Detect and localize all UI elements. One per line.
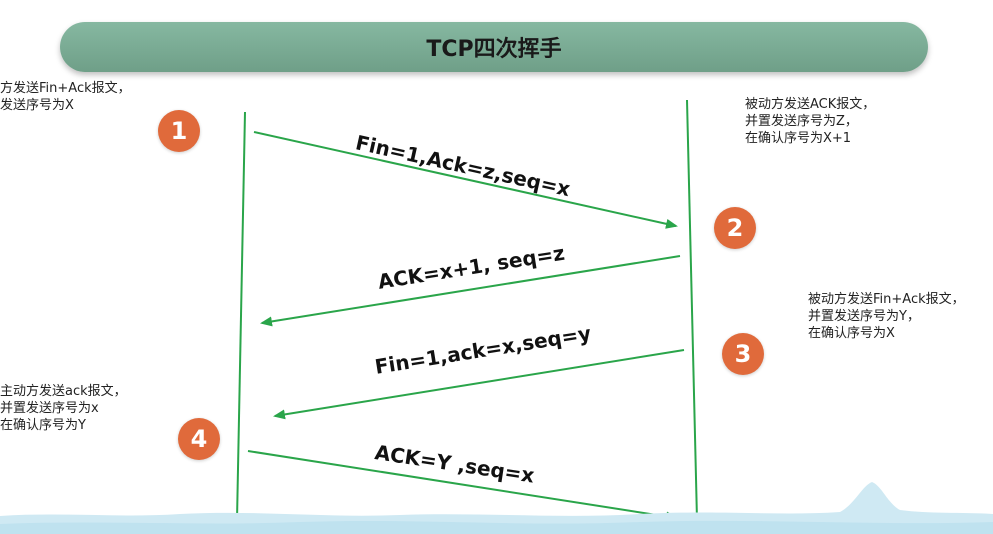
note-line: 并置发送序号为x (0, 401, 99, 416)
note-line: 在确认序号为Y (0, 418, 86, 433)
arrow-4 (247, 450, 678, 522)
title-bar: TCP四次挥手 (60, 22, 928, 72)
note-line: 并置发送序号为Y， (808, 309, 920, 324)
note-step-4: 主动方发送ack报文， 并置发送序号为x 在确认序号为Y (0, 383, 127, 434)
step-badge-2: 2 (714, 207, 756, 249)
step-badge-4: 4 (178, 418, 220, 460)
note-line: 并置发送序号为Z， (745, 114, 858, 129)
arrow-3 (273, 349, 685, 420)
step-badge-3: 3 (722, 333, 764, 375)
left-lifeline (236, 111, 246, 521)
note-line: 在确认序号为X (808, 326, 895, 341)
diagram-title: TCP四次挥手 (426, 37, 562, 62)
note-line: 发送序号为X (0, 98, 74, 113)
note-line: 被动方发送ACK报文， (745, 97, 876, 112)
note-line: 方发送Fin+Ack报文， (0, 81, 131, 96)
note-step-2: 被动方发送ACK报文， 并置发送序号为Z， 在确认序号为X+1 (745, 96, 875, 147)
right-lifeline (686, 99, 698, 521)
arrow-1 (253, 131, 678, 229)
note-step-1: 方发送Fin+Ack报文， 发送序号为X (0, 80, 131, 114)
arrow-2 (260, 255, 681, 327)
step-badge-1: 1 (158, 110, 200, 152)
water-decoration (0, 482, 993, 534)
note-line: 主动方发送ack报文， (0, 384, 127, 399)
note-line: 在确认序号为X+1 (745, 131, 852, 146)
note-line: 被动方发送Fin+Ack报文， (808, 292, 965, 307)
note-step-3: 被动方发送Fin+Ack报文， 并置发送序号为Y， 在确认序号为X (808, 291, 965, 342)
